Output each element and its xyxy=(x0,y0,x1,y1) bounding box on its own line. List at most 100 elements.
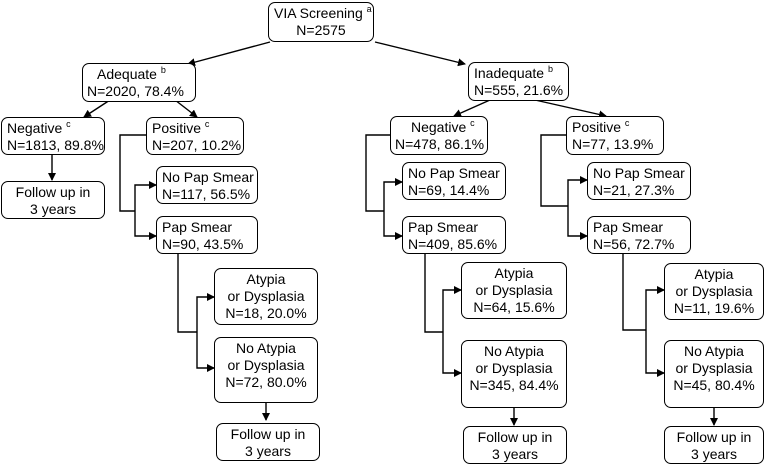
node-count: N=478, 86.1% xyxy=(395,136,485,152)
node-title: Adequate xyxy=(97,66,161,82)
arrow-root-inadequate xyxy=(374,41,466,67)
inq-pos-followup-box: Follow up in 3 years xyxy=(664,426,764,464)
node-title: Follow up in xyxy=(477,429,553,445)
node-count: N=45, 80.4% xyxy=(673,377,755,393)
bracket-inq-pap xyxy=(424,254,443,333)
node-subtitle: 3 years xyxy=(30,201,76,217)
node-count: N=21, 27.3% xyxy=(593,182,675,198)
node-count: N=64, 15.6% xyxy=(473,299,555,315)
node-title: Pap Smear xyxy=(408,219,479,235)
node-title: VIA Screening xyxy=(274,5,367,21)
inq-pos-no-atypia-box: No Atypia or Dysplasia N=45, 80.4% xyxy=(664,340,764,408)
node-count: N=56, 72.7% xyxy=(593,236,675,252)
node-title: Atypia xyxy=(494,265,534,281)
arrow-inq-pos-pap-atypia xyxy=(645,286,665,330)
footnote-mark: a xyxy=(366,4,372,14)
arrow-inq-pap-noatypia xyxy=(442,332,462,377)
node-count: N=2575 xyxy=(296,22,346,38)
node-count: N=207, 10.2% xyxy=(152,137,242,153)
node-subtitle: 3 years xyxy=(492,446,538,462)
adq-negative-box: Negative c N=1813, 89.8% xyxy=(1,117,105,155)
node-title: Negative xyxy=(411,119,471,135)
adq-no-atypia-box: No Atypia or Dysplasia N=72, 80.0% xyxy=(214,337,318,403)
adq-pap-box: Pap Smear N=90, 43.5% xyxy=(156,216,258,254)
adq-no-pap-box: No Pap Smear N=117, 56.5% xyxy=(156,166,258,204)
arrow-inq-pos-nopap xyxy=(567,176,588,206)
node-subtitle: 3 years xyxy=(245,443,291,459)
node-count: N=409, 85.6% xyxy=(408,236,498,252)
inq-positive-box: Positive c N=77, 13.9% xyxy=(566,116,664,155)
node-title: Positive xyxy=(572,119,625,135)
node-count: N=69, 14.4% xyxy=(408,182,490,198)
arrow-inq-pap-atypia xyxy=(442,286,462,332)
adq-atypia-box: Atypia or Dysplasia N=18, 20.0% xyxy=(214,268,318,325)
arrow-adequate-negative xyxy=(83,99,111,118)
arrow-adequate-positive xyxy=(174,99,198,118)
node-subtitle: or Dysplasia xyxy=(475,282,553,298)
inadequate-box: Inadequate b N=555, 21.6% xyxy=(468,62,569,101)
node-count: N=345, 84.4% xyxy=(469,377,559,393)
arrow-adq-pap-atypia xyxy=(196,293,215,332)
node-title: Inadequate xyxy=(474,65,548,81)
arrow-inq-pos-pap xyxy=(567,206,588,240)
inq-neg-no-pap-box: No Pap Smear N=69, 14.4% xyxy=(402,162,506,200)
bracket-inq-pos-pap xyxy=(622,254,646,331)
node-count: N=2020, 78.4% xyxy=(87,83,184,99)
node-count: N=555, 21.6% xyxy=(474,82,564,98)
bracket-inq-neg xyxy=(365,134,390,212)
node-subtitle: or Dysplasia xyxy=(675,360,753,376)
via-screening-box: VIA Screening a N=2575 xyxy=(268,2,374,42)
footnote-mark: c xyxy=(66,119,71,129)
inq-pos-pap-box: Pap Smear N=56, 72.7% xyxy=(587,216,691,254)
footnote-mark: c xyxy=(204,119,210,129)
arrow-root-adequate xyxy=(187,41,271,67)
inq-negative-box: Negative c N=478, 86.1% xyxy=(390,116,488,155)
node-title: Follow up in xyxy=(230,426,306,442)
footnote-mark: c xyxy=(624,118,630,128)
node-subtitle: or Dysplasia xyxy=(475,360,553,376)
node-count: N=77, 13.9% xyxy=(572,136,654,152)
bracket-adq-pos xyxy=(119,134,146,212)
inq-neg-no-atypia-box: No Atypia or Dysplasia N=345, 84.4% xyxy=(461,340,567,408)
node-count: N=18, 20.0% xyxy=(225,305,307,321)
node-count: N=72, 80.0% xyxy=(225,374,307,390)
node-title: Follow up in xyxy=(15,184,91,200)
node-title: Positive xyxy=(152,120,205,136)
node-title: Pap Smear xyxy=(593,219,664,235)
inq-neg-pap-box: Pap Smear N=409, 85.6% xyxy=(402,216,506,254)
adq-pos-followup-box: Follow up in 3 years xyxy=(216,423,320,461)
node-title: No Atypia xyxy=(684,343,744,359)
adq-positive-box: Positive c N=207, 10.2% xyxy=(146,117,244,155)
adq-neg-followup-box: Follow up in 3 years xyxy=(1,181,105,219)
footnote-mark: c xyxy=(470,118,475,128)
inq-pos-atypia-box: Atypia or Dysplasia N=11, 19.6% xyxy=(664,263,764,320)
node-count: N=90, 43.5% xyxy=(162,236,244,252)
inq-neg-followup-box: Follow up in 3 years xyxy=(463,426,567,464)
node-title: No Atypia xyxy=(236,340,296,356)
adequate-box: Adequate b N=2020, 78.4% xyxy=(82,63,196,102)
arrow-inadequate-negative xyxy=(453,99,491,117)
arrow-inq-neg-pap xyxy=(383,211,403,240)
node-title: Atypia xyxy=(246,271,286,287)
arrow-inadequate-positive xyxy=(534,99,607,119)
inq-pos-no-pap-box: No Pap Smear N=21, 27.3% xyxy=(587,162,691,200)
node-subtitle: or Dysplasia xyxy=(227,357,305,373)
inq-neg-atypia-box: Atypia or Dysplasia N=64, 15.6% xyxy=(461,262,567,319)
node-subtitle: 3 years xyxy=(691,446,737,462)
node-title: Pap Smear xyxy=(162,219,233,235)
arrow-adq-pap-noatypia xyxy=(196,332,215,372)
node-title: No Pap Smear xyxy=(162,169,254,185)
node-title: No Pap Smear xyxy=(593,165,685,181)
node-title: Negative xyxy=(7,120,67,136)
node-subtitle: or Dysplasia xyxy=(675,283,753,299)
footnote-mark: b xyxy=(160,65,166,75)
node-title: Atypia xyxy=(694,266,734,282)
arrow-adq-pos-nopap xyxy=(134,181,157,211)
node-title: Follow up in xyxy=(676,429,752,445)
node-count: N=11, 19.6% xyxy=(673,300,755,316)
node-count: N=1813, 89.8% xyxy=(7,137,104,153)
footnote-mark: b xyxy=(547,64,553,74)
bracket-adq-pap xyxy=(177,254,197,333)
